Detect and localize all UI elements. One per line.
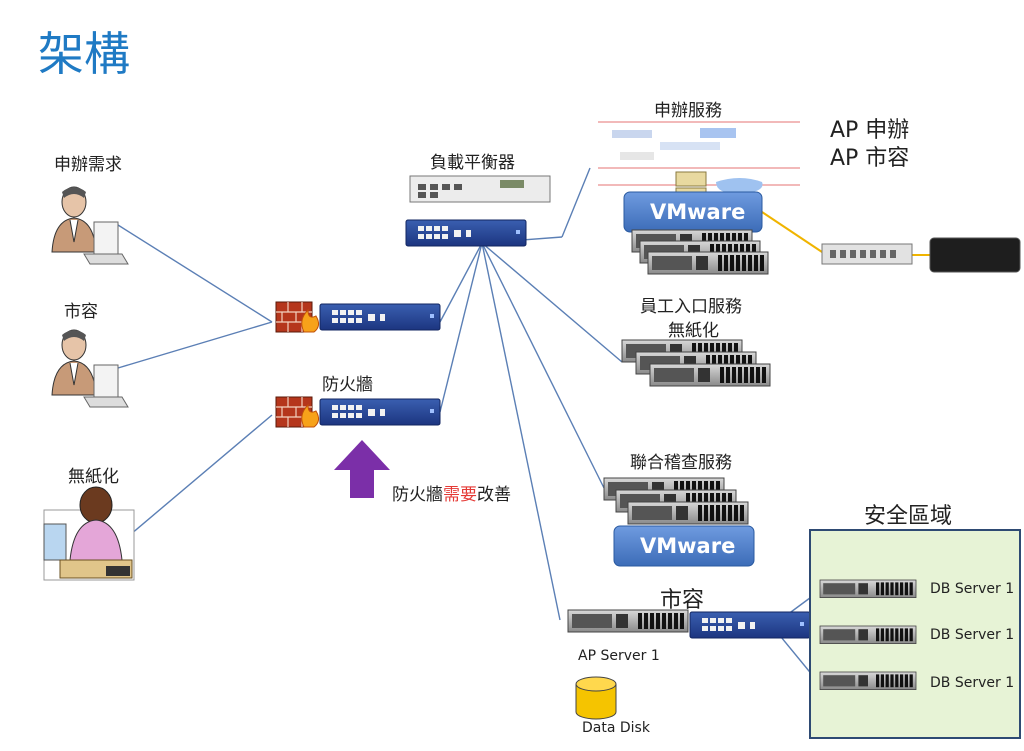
firewall-label: 防火牆 [322,375,373,395]
firewall-note: 防火牆需要改善 [392,480,511,505]
load-balancer-switch [405,219,527,247]
link-storage [761,211,823,253]
portal-service-label-1: 員工入口服務 [640,297,742,317]
link-lb-city [481,242,561,621]
firewall-note-suffix: 改善 [477,485,511,505]
apply-server-3 [647,251,769,275]
city-service-label: 市容 [660,588,705,613]
portal-service-label-2: 無紙化 [668,321,719,341]
ap-apply-label: AP 申辦 [830,118,910,143]
db-server-1-device [819,579,917,599]
vmware-audit-text: VMware [640,534,736,558]
apply-service-label: 申辦服務 [654,101,722,121]
user-city-label: 市容 [64,302,98,322]
vmware-apply-text: VMware [650,200,746,224]
ap-city-label: AP 市容 [830,146,910,171]
up-arrow-icon [334,440,390,498]
db-server-3-device [819,671,917,690]
firewall-2-device [319,398,441,426]
audit-service-label: 聯合稽查服務 [630,453,732,473]
user-paperless-icon [43,486,135,581]
firewall-note-highlight: 需要 [443,485,477,505]
firewall-1-device [319,303,441,331]
link-firewall-lb [439,242,483,323]
vmware-audit-banner [613,525,755,567]
link-lb-portal [481,242,623,363]
data-disk-icon [575,676,617,720]
storage-array [929,237,1021,273]
link-user2-firewall [117,321,273,369]
user-apply-icon [51,186,129,265]
load-balancer-label: 負載平衡器 [430,153,515,173]
firewall-1-icon [275,301,320,333]
storage-switch [821,243,913,265]
user-paperless-label: 無紙化 [68,467,119,487]
link-user1-firewall [117,224,273,323]
load-balancer-device [409,175,551,203]
portal-server-3 [649,363,771,387]
db-server-1-label: DB Server 1 [930,581,1015,597]
ap-server-label: AP Server 1 [578,648,660,664]
link-firewall2-lb [439,242,483,413]
user-apply-label: 申辦需求 [54,155,122,175]
db-server-2-device [819,625,917,644]
link-lb-audit [481,242,605,489]
firewall-2-icon [275,396,320,428]
page-title: 架構 [38,27,130,81]
secure-zone-label: 安全區域 [864,504,953,529]
link-lb-apply-2 [561,167,591,238]
user-city-icon [51,329,129,408]
audit-server-3 [627,501,749,525]
city-switch [689,611,811,639]
db-server-2-label: DB Server 1 [930,627,1015,643]
data-disk-label: Data Disk [582,720,650,736]
db-server-3-label: DB Server 1 [930,675,1015,691]
apply-service-diagram [598,121,800,201]
link-user3-firewall2 [117,414,273,546]
firewall-note-prefix: 防火牆 [392,485,443,505]
